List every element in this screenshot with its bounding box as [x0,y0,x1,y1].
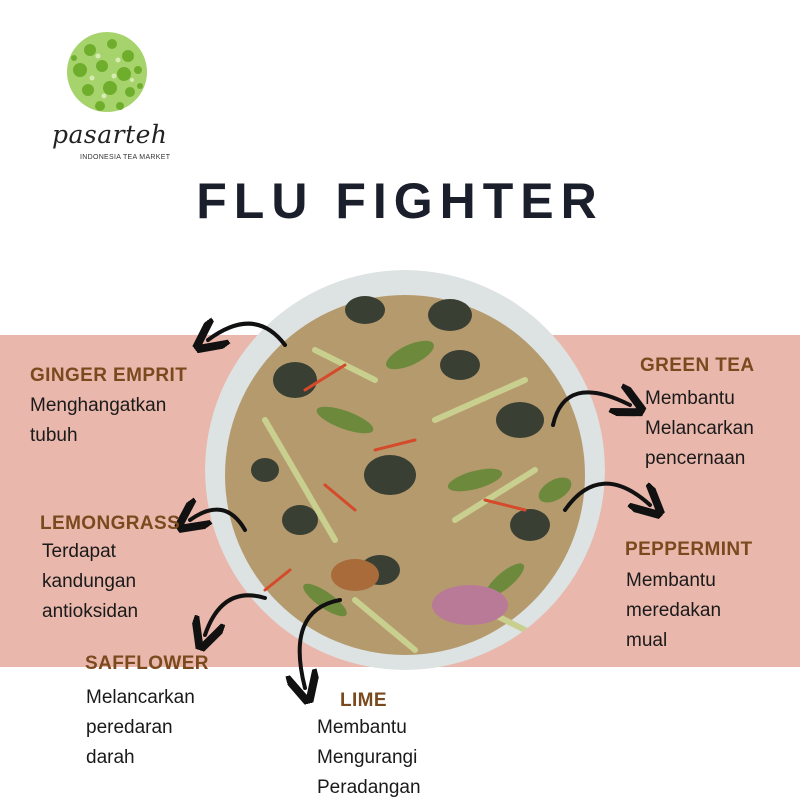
ingredient-green-tea-name: GREEN TEA [640,355,755,376]
ingredient-peppermint-name: PEPPERMINT [625,539,753,560]
ingredient-ginger-name: GINGER EMPRIT [30,365,188,386]
brand-name: pasarteh [52,120,168,149]
brand-tagline: INDONESIA TEA MARKET [80,154,171,161]
ingredient-safflower-name: SAFFLOWER [85,653,209,674]
pasarteh-logo [67,32,147,112]
page-title: FLU FIGHTER [196,173,604,229]
ingredient-lemongrass-name: LEMONGRASS [40,513,181,534]
ingredient-lime-name: LIME [340,690,387,711]
tea-blend-plate-image [205,270,605,670]
